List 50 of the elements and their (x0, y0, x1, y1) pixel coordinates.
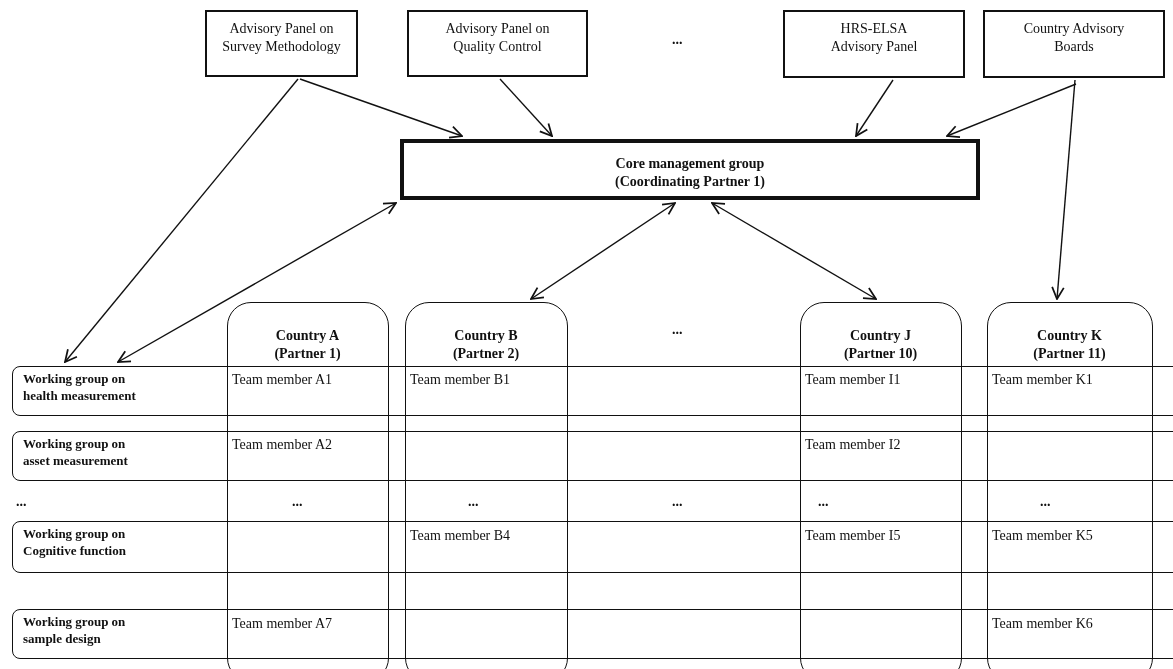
core-group-box (400, 139, 980, 200)
team-member-text: Team member B1 (410, 372, 511, 389)
arrow (530, 202, 676, 300)
arrow (711, 202, 877, 300)
working-group-row (12, 431, 1173, 481)
panel-title: HRS-ELSA Advisory Panel (829, 20, 919, 57)
team-member-text: Team member A1 (232, 372, 333, 389)
team-member-text: Team member I2 (805, 437, 901, 454)
team-member-text: Team member K1 (992, 372, 1093, 389)
arrow (499, 78, 553, 137)
team-member-text: Team member B4 (410, 528, 511, 545)
team-member-text: Team member K5 (992, 528, 1093, 545)
working-group-row (12, 366, 1173, 416)
arrow (64, 78, 299, 363)
row-heading: Working group on asset measurement (23, 436, 129, 470)
group-title: Core management group (Coordinating Partner 1) (614, 155, 766, 192)
ellipsis: ... (672, 322, 683, 339)
ellipsis: ... (292, 494, 303, 511)
column-heading: Country A (Partner 1) (273, 327, 342, 364)
ellipsis: ... (672, 494, 683, 511)
team-member-text: Team member A2 (232, 437, 333, 454)
ellipsis: ... (16, 494, 27, 511)
arrow (855, 79, 894, 137)
column-heading: Country J (Partner 10) (842, 327, 919, 364)
arrow (946, 83, 1077, 138)
team-member-text: Team member I5 (805, 528, 901, 545)
arrow (299, 78, 463, 139)
column-heading: Country K (Partner 11) (1032, 327, 1107, 364)
advisory-panel-box (407, 10, 588, 77)
board-title: Country Advisory Boards (1022, 20, 1126, 57)
working-group-row (12, 521, 1173, 573)
advisory-panel-box (205, 10, 358, 77)
ellipsis: ... (672, 32, 683, 49)
team-member-text: Team member A7 (232, 616, 333, 633)
ellipsis: ... (1040, 494, 1051, 511)
row-heading: Working group on health measurement (23, 371, 137, 405)
panel-title: Advisory Panel on Survey Methodology (221, 20, 342, 57)
panel-title: Advisory Panel on Quality Control (444, 20, 551, 57)
row-heading: Working group on sample design (23, 614, 127, 648)
working-group-row (12, 609, 1173, 659)
ellipsis: ... (818, 494, 829, 511)
advisory-panel-box (783, 10, 965, 78)
row-heading: Working group on Cognitive function (23, 526, 127, 560)
ellipsis: ... (468, 494, 479, 511)
team-member-text: Team member I1 (805, 372, 901, 389)
arrow (1051, 79, 1076, 300)
team-member-text: Team member K6 (992, 616, 1093, 633)
column-heading: Country B (Partner 2) (451, 327, 521, 364)
advisory-board-box (983, 10, 1165, 78)
arrow (117, 202, 397, 363)
